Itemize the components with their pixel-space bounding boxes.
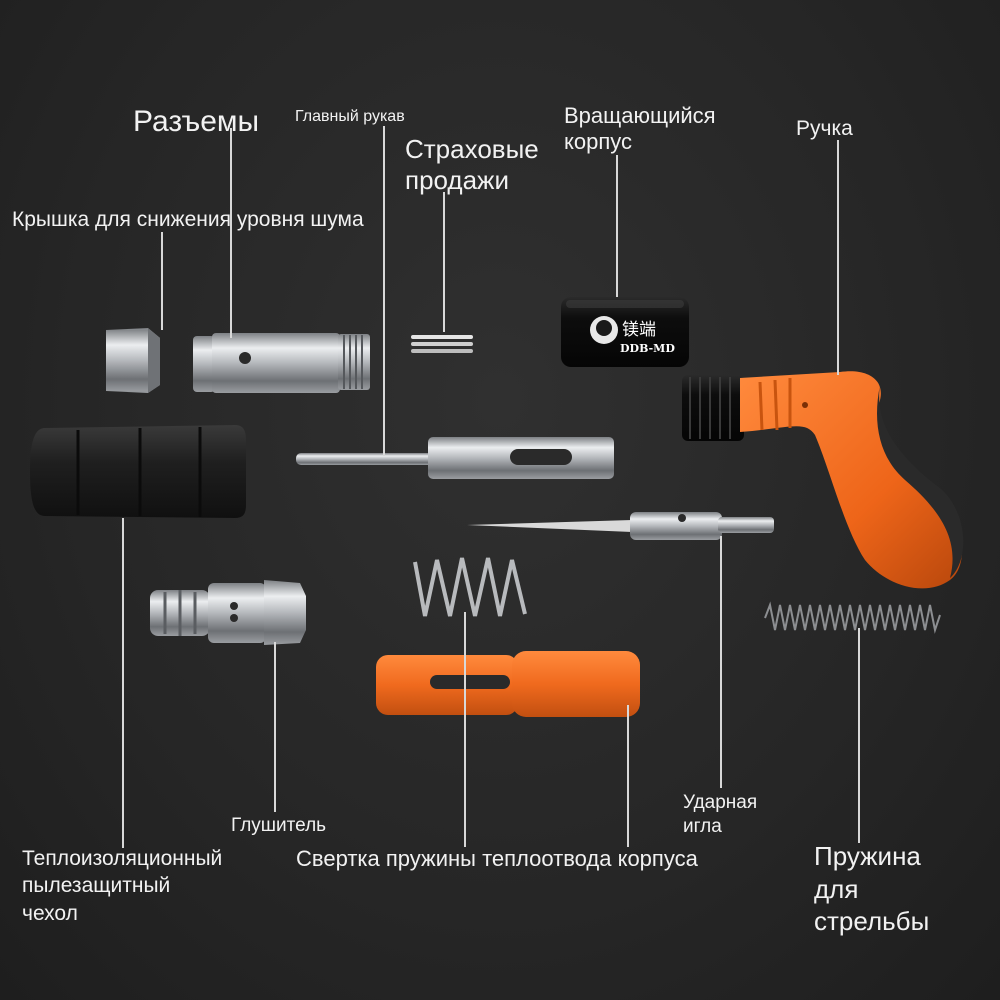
noise-cap-part bbox=[106, 328, 160, 393]
brand-logo-text: 镁端 bbox=[622, 320, 656, 340]
heat-spring-part bbox=[413, 557, 527, 617]
orange-housing-part bbox=[376, 651, 640, 717]
leader-line-silencer bbox=[274, 642, 276, 812]
leader-line-heat-cover bbox=[122, 518, 124, 848]
label-insurance-sales: Страховые продажи bbox=[405, 134, 539, 196]
leader-line-firing-spring bbox=[858, 628, 860, 843]
label-rotating-body: Вращающийся корпус bbox=[564, 103, 716, 155]
leader-line-handle bbox=[837, 140, 839, 375]
label-handle: Ручка bbox=[796, 117, 853, 140]
main-sleeve-part bbox=[296, 437, 614, 479]
handle-part bbox=[682, 371, 964, 589]
label-noise-cap: Крышка для снижения уровня шума bbox=[12, 208, 364, 231]
connector-tube-part bbox=[193, 333, 370, 393]
leader-line-rotating-body bbox=[616, 155, 618, 297]
firing-spring-part bbox=[764, 601, 941, 634]
leader-line-connectors bbox=[230, 128, 232, 338]
silencer-part bbox=[150, 580, 306, 645]
label-striker-pin: Ударная игла bbox=[683, 792, 758, 837]
leader-line-insurance bbox=[443, 192, 445, 332]
label-connectors: Разъемы bbox=[133, 105, 260, 138]
rotating-body-part bbox=[561, 297, 689, 367]
safety-pins-part bbox=[411, 335, 473, 353]
leader-line-main-sleeve bbox=[383, 126, 385, 456]
label-heat-cover: Теплоизоляционный пылезащитный чехол bbox=[22, 847, 223, 925]
label-spring-wrap: Свертка пружины теплоотвода корпуса bbox=[296, 846, 698, 871]
leader-line-heat-spring bbox=[464, 612, 466, 847]
brand-model-text: DDB-MD bbox=[620, 342, 675, 355]
label-silencer: Глушитель bbox=[231, 815, 327, 836]
label-firing-spring: Пружина для стрельбы bbox=[814, 841, 930, 936]
heat-cover-part bbox=[30, 425, 246, 518]
leader-line-housing bbox=[627, 705, 629, 847]
label-main-sleeve: Главный рукав bbox=[295, 108, 405, 125]
leader-line-striker bbox=[720, 536, 722, 788]
leader-line-noise-cap bbox=[161, 232, 163, 330]
striker-needle-part bbox=[467, 512, 774, 540]
